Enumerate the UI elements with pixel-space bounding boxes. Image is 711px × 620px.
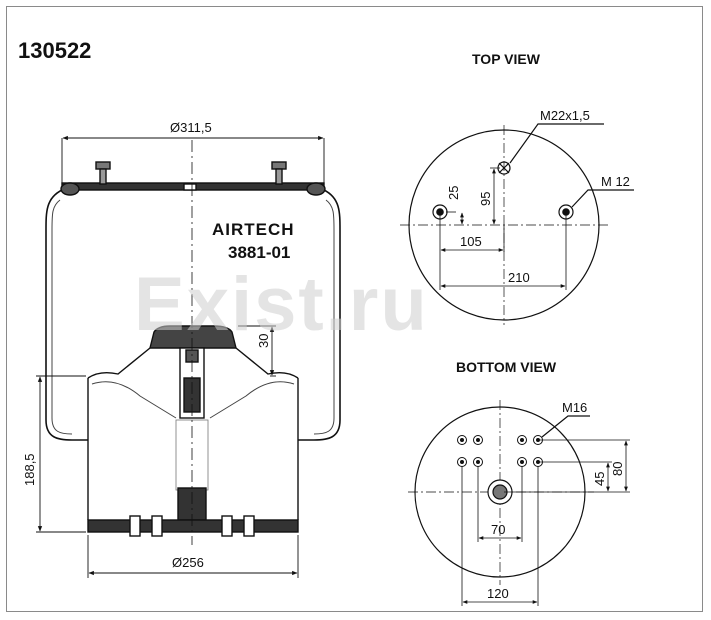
dim-top-210: 210 <box>508 270 530 285</box>
watermark: Exist.ru <box>134 262 429 347</box>
side-view <box>45 140 341 545</box>
bottom-view <box>408 400 594 585</box>
dim-height: 188,5 <box>22 453 37 486</box>
top-view-title: TOP VIEW <box>472 51 541 67</box>
base-plate <box>87 519 299 533</box>
side-view-dimensions <box>36 135 325 578</box>
dim-bottom-45: 45 <box>592 472 607 486</box>
bottom-view-title: BOTTOM VIEW <box>456 359 557 375</box>
dim-top-thread-side: M 12 <box>601 174 630 189</box>
part-number: 130522 <box>18 38 91 63</box>
dim-bottom-thread: M16 <box>562 400 587 415</box>
top-view <box>400 123 634 325</box>
brand-label: AIRTECH <box>212 220 295 239</box>
drawing-frame <box>6 6 703 612</box>
top-view-dimensions <box>439 167 567 290</box>
bottom-view-dimensions <box>461 439 630 606</box>
dim-top-diameter: Ø311,5 <box>170 120 212 135</box>
dim-bottom-120: 120 <box>487 586 509 601</box>
dim-piston-offset: 30 <box>256 334 271 348</box>
model-label: 3881-01 <box>228 243 290 262</box>
dim-bottom-80: 80 <box>610 462 625 476</box>
dim-piston-diameter: Ø256 <box>172 555 204 570</box>
dim-bottom-70: 70 <box>491 522 505 537</box>
dim-top-25: 25 <box>446 186 461 200</box>
dim-top-95: 95 <box>478 192 493 206</box>
dim-top-105: 105 <box>460 234 482 249</box>
dim-top-thread-center: M22x1,5 <box>540 108 590 123</box>
